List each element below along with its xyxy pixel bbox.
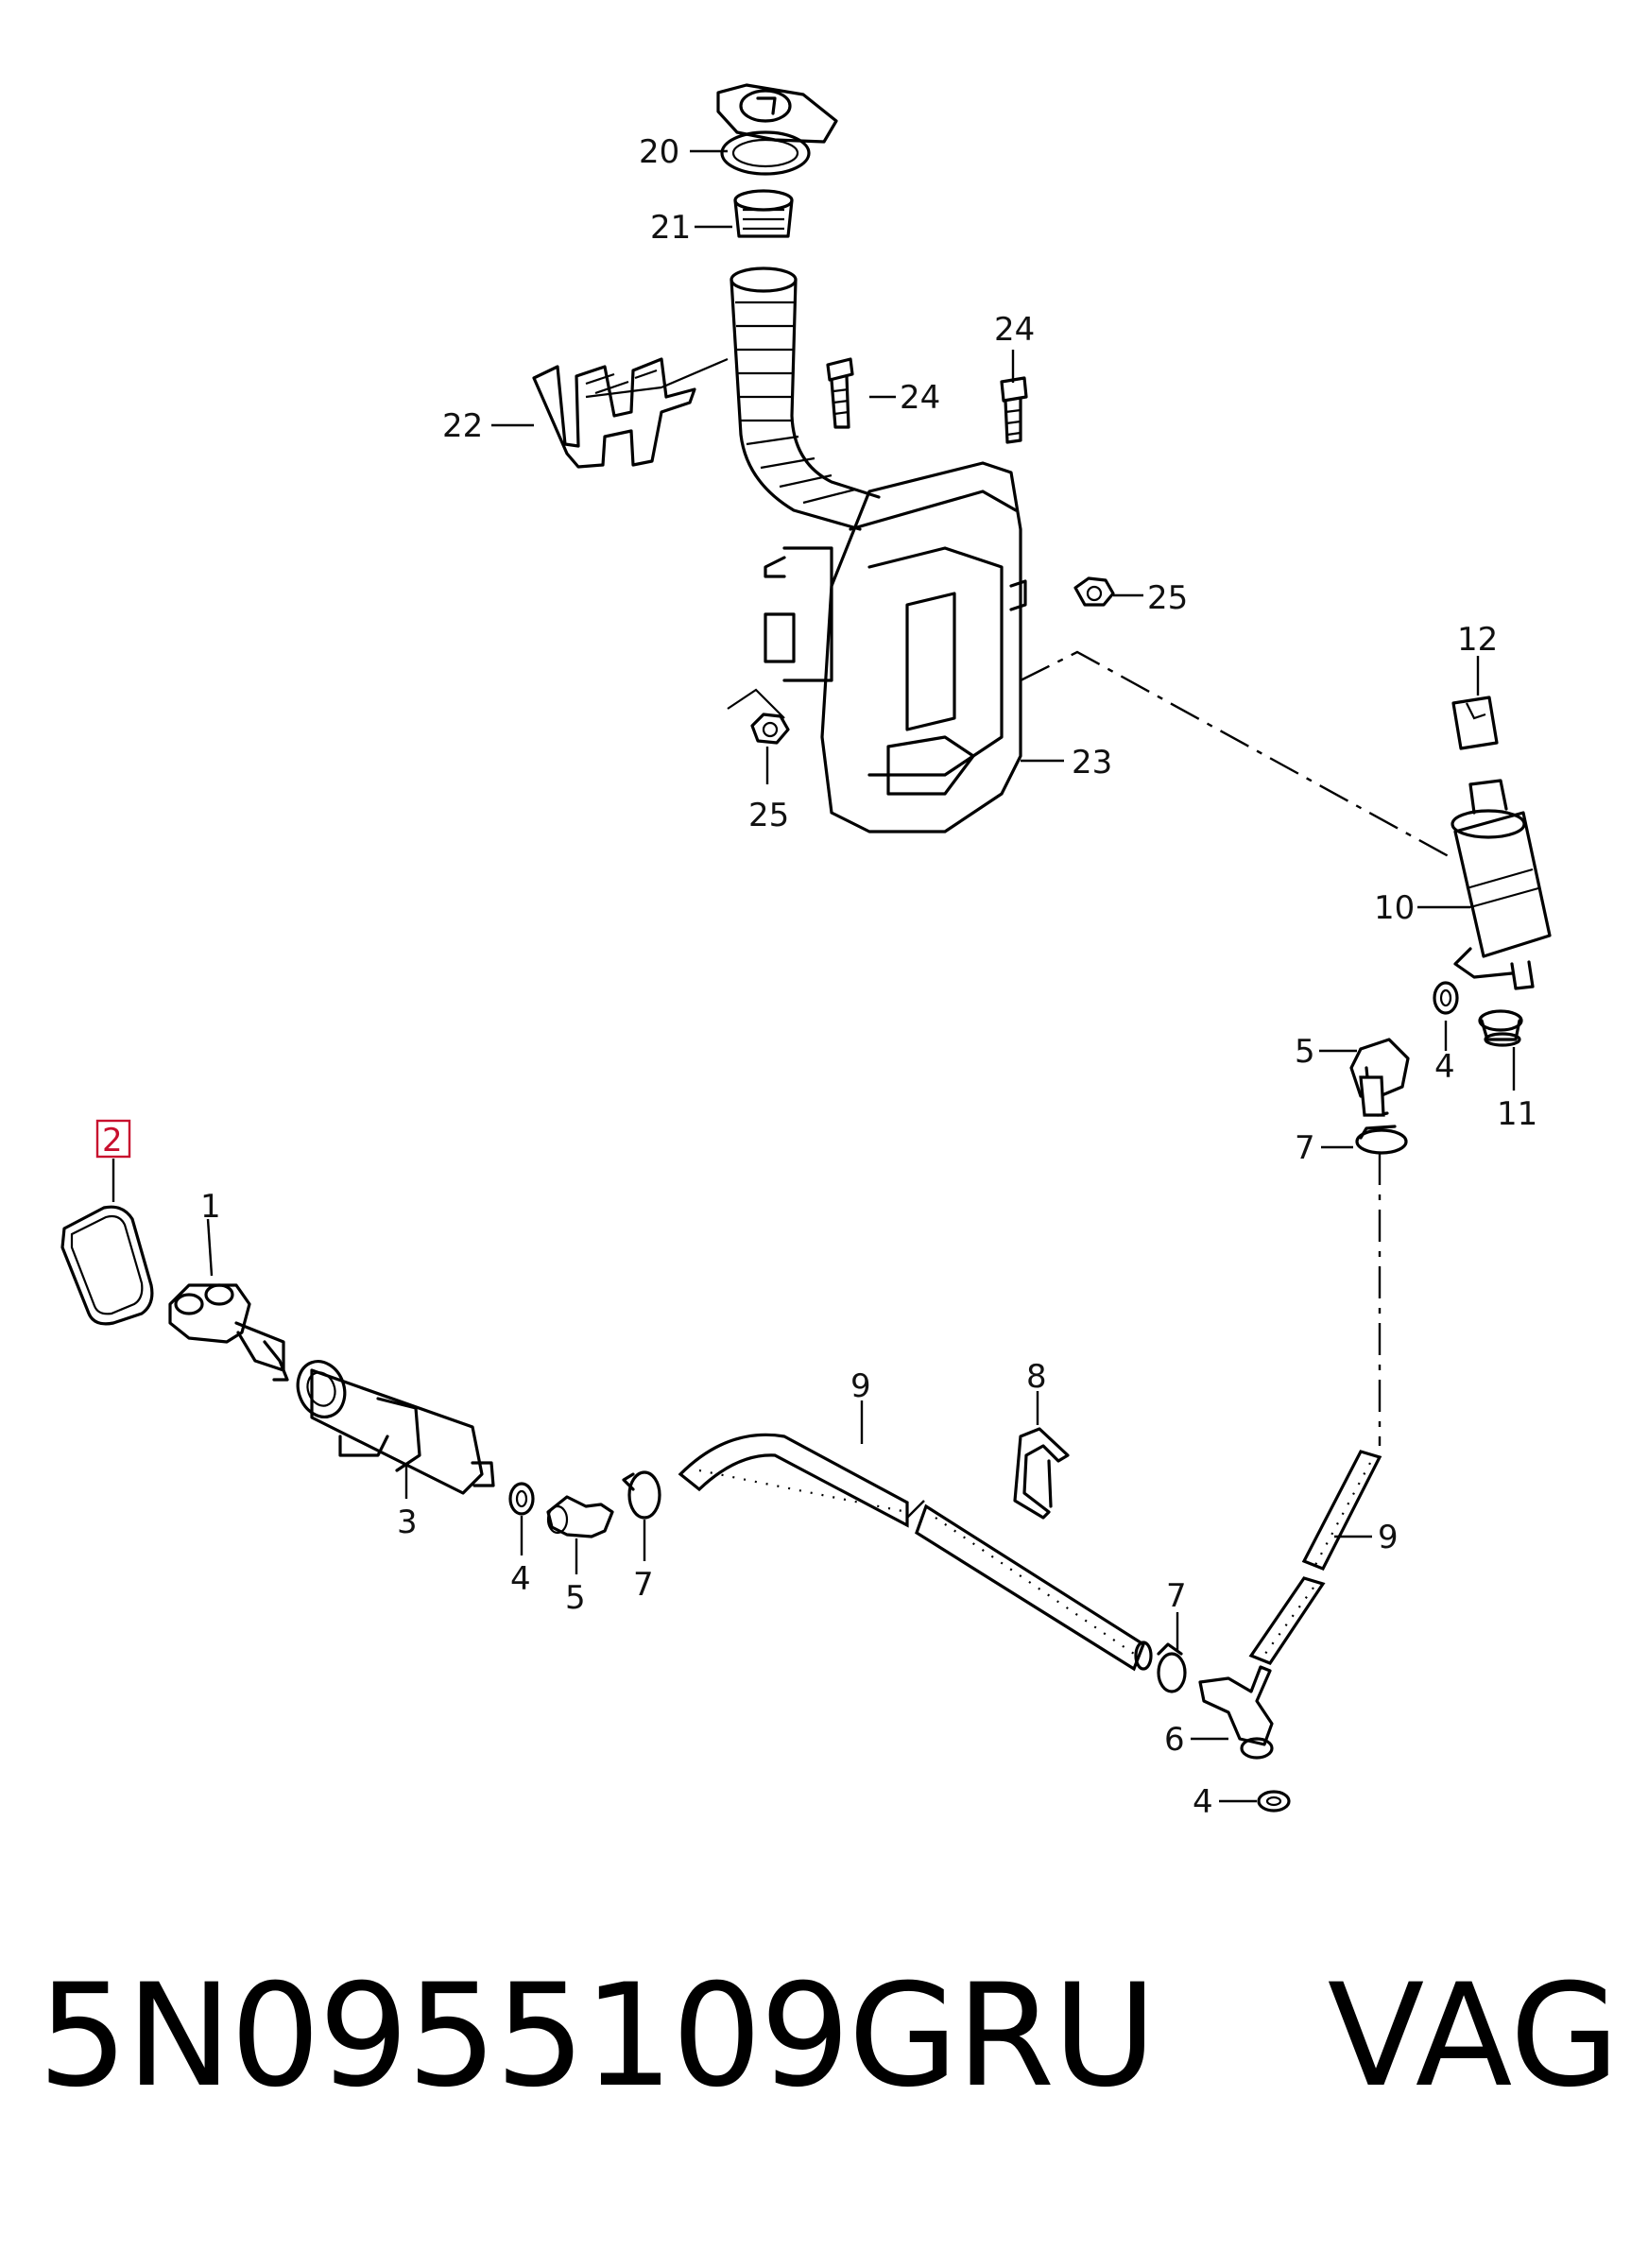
clamp-part-top bbox=[1355, 1125, 1408, 1155]
callout-3: 3 bbox=[397, 1503, 418, 1541]
clamp-part-right bbox=[1157, 1642, 1187, 1693]
washer-ring-left bbox=[508, 1482, 535, 1516]
callout-22: 22 bbox=[442, 407, 483, 445]
filler-cap-part bbox=[716, 83, 838, 176]
callout-8: 8 bbox=[1026, 1358, 1047, 1396]
callout-4-left: 4 bbox=[510, 1560, 531, 1598]
washer-pump-part bbox=[1451, 779, 1552, 990]
brand-name: VAG bbox=[1327, 1954, 1620, 2119]
callout-7-left: 7 bbox=[633, 1566, 654, 1604]
callout-9-main: 9 bbox=[850, 1367, 871, 1405]
grommet-part bbox=[1478, 1009, 1523, 1047]
callout-1: 1 bbox=[200, 1188, 221, 1226]
callout-24-top: 24 bbox=[994, 311, 1035, 349]
washer-ring-top bbox=[1433, 981, 1459, 1015]
callout-6: 6 bbox=[1164, 1721, 1185, 1759]
callout-25-left: 25 bbox=[748, 797, 789, 834]
callout-7-right: 7 bbox=[1166, 1577, 1187, 1615]
washer-ring-bottom bbox=[1257, 1790, 1291, 1813]
callout-5-top: 5 bbox=[1295, 1033, 1315, 1071]
callout-9-right: 9 bbox=[1378, 1519, 1399, 1556]
callout-23: 23 bbox=[1072, 744, 1112, 782]
hose-part-main bbox=[678, 1433, 1153, 1672]
nut-part-b bbox=[727, 688, 790, 745]
elbow-part-top bbox=[1349, 1038, 1410, 1117]
callout-12: 12 bbox=[1457, 621, 1498, 659]
callout-4-bottom: 4 bbox=[1193, 1783, 1213, 1821]
callout-10: 10 bbox=[1374, 889, 1415, 927]
callout-5-left: 5 bbox=[565, 1579, 586, 1617]
t-connector-part bbox=[1198, 1665, 1274, 1760]
parts-diagram: 20 21 22 24 24 25 25 23 12 10 5 4 11 7 2… bbox=[60, 83, 1552, 1821]
callout-25-right: 25 bbox=[1147, 579, 1188, 617]
washer-nozzle-cap-part bbox=[60, 1205, 154, 1326]
connector-part bbox=[1451, 696, 1499, 750]
elbow-part-left bbox=[546, 1495, 614, 1538]
telescopic-cylinder-part bbox=[296, 1360, 495, 1495]
hose-clip-part bbox=[1013, 1427, 1070, 1520]
callout-2: 2 bbox=[102, 1122, 123, 1160]
highlight-box-2 bbox=[95, 1119, 131, 1159]
bracket-part bbox=[532, 357, 696, 469]
hose-part-right bbox=[1248, 1450, 1382, 1665]
assembly-line-pump bbox=[1020, 650, 1456, 862]
leader-lines bbox=[112, 149, 1516, 1803]
callout-20: 20 bbox=[639, 133, 679, 171]
assembly-line-hose-b bbox=[906, 1500, 925, 1519]
reservoir-part bbox=[764, 461, 1027, 833]
callout-4-top: 4 bbox=[1434, 1048, 1455, 1086]
bolt-part-b bbox=[1000, 376, 1028, 444]
part-number: 5N0955109GRU bbox=[38, 1954, 1157, 2119]
filler-neck-part bbox=[733, 189, 794, 238]
callout-24-left: 24 bbox=[900, 379, 940, 417]
callout-7-top: 7 bbox=[1295, 1129, 1315, 1167]
nozzle-part bbox=[168, 1283, 289, 1382]
callout-11: 11 bbox=[1497, 1095, 1537, 1133]
clamp-part-left bbox=[622, 1470, 661, 1520]
bolt-part-a bbox=[826, 357, 854, 429]
filler-hose-part bbox=[585, 266, 881, 531]
nut-part-a bbox=[1073, 576, 1115, 607]
callout-21: 21 bbox=[650, 209, 691, 247]
